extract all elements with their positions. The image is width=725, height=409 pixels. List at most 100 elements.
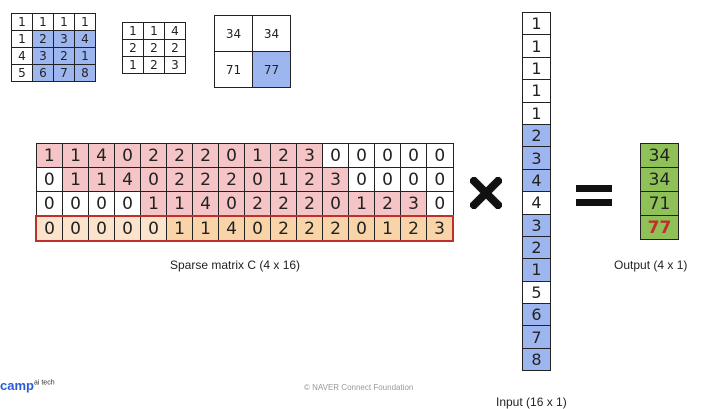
- sparse-matrix-cell: 0: [426, 167, 454, 192]
- input-matrix-cell: 6: [32, 64, 54, 82]
- sparse-matrix-cell: 1: [88, 167, 115, 192]
- sparse-matrix-cell: 0: [348, 167, 375, 192]
- input-matrix-cell: 2: [53, 47, 75, 65]
- sparse-matrix-cell: 2: [244, 191, 271, 217]
- sparse-matrix-cell: 1: [62, 167, 89, 192]
- kernel-cell: 1: [122, 22, 144, 40]
- sparse-matrix-cell: 2: [296, 167, 323, 192]
- sparse-matrix-cell: 2: [218, 167, 245, 192]
- input-matrix-cell: 1: [11, 30, 33, 48]
- input-vector-cell: 5: [522, 280, 551, 305]
- sparse-matrix-cell: 0: [218, 143, 245, 168]
- sparse-matrix-cell: 0: [348, 215, 375, 242]
- input-matrix-cell: 2: [32, 30, 54, 48]
- kernel-cell: 2: [143, 39, 165, 57]
- sparse-matrix-cell: 0: [244, 215, 271, 242]
- sparse-matrix-cell: 0: [374, 143, 401, 168]
- sparse-matrix-cell: 4: [218, 215, 245, 242]
- sparse-matrix-cell: 0: [140, 215, 167, 242]
- input-matrix-cell: 1: [53, 13, 75, 31]
- sparse-matrix-cell: 0: [426, 191, 454, 217]
- sparse-matrix-cell: 2: [374, 191, 401, 217]
- output-matrix-cell: 34: [252, 15, 291, 52]
- input-matrix-cell: 1: [74, 13, 96, 31]
- output-matrix-cell: 34: [214, 15, 253, 52]
- equals-icon: [576, 185, 612, 207]
- sparse-matrix-cell: 0: [35, 215, 63, 242]
- sparse-matrix-cell: 3: [400, 191, 427, 217]
- input-matrix-cell: 3: [32, 47, 54, 65]
- sparse-matrix-cell: 0: [114, 191, 141, 217]
- sparse-matrix-cell: 4: [192, 191, 219, 217]
- sparse-matrix-cell: 0: [244, 167, 271, 192]
- kernel-cell: 1: [122, 56, 144, 74]
- sparse-matrix-cell: 3: [296, 143, 323, 168]
- kernel-cell: 4: [164, 22, 186, 40]
- input-matrix-cell: 1: [11, 13, 33, 31]
- sparse-matrix-cell: 1: [348, 191, 375, 217]
- sparse-matrix-cell: 3: [322, 167, 349, 192]
- sparse-matrix-cell: 0: [426, 143, 454, 168]
- sparse-matrix-cell: 0: [62, 191, 89, 217]
- sparse-matrix-cell: 3: [426, 215, 454, 242]
- input-vector-cell: 3: [522, 146, 551, 170]
- input-matrix-cell: 1: [32, 13, 54, 31]
- input-vector-cell: 1: [522, 258, 551, 282]
- sparse-matrix-cell: 1: [35, 143, 63, 168]
- input-vector-label: Input (16 x 1): [496, 395, 567, 409]
- sparse-matrix-cell: 0: [88, 191, 115, 217]
- sparse-matrix-cell: 2: [296, 215, 323, 242]
- sparse-matrix-cell: 2: [270, 215, 297, 242]
- output-vector-cell: 71: [640, 191, 679, 216]
- sparse-matrix-cell: 2: [400, 215, 427, 242]
- output-matrix-cell: 77: [252, 51, 291, 88]
- sparse-matrix-cell: 1: [62, 143, 89, 168]
- output-vector-cell: 77: [640, 215, 679, 240]
- input-matrix-cell: 7: [53, 64, 75, 82]
- sparse-matrix-cell: 1: [270, 167, 297, 192]
- sparse-matrix-cell: 0: [114, 143, 141, 168]
- input-matrix-cell: 4: [74, 30, 96, 48]
- input-matrix-cell: 8: [74, 64, 96, 82]
- sparse-matrix-cell: 2: [166, 143, 193, 168]
- sparse-matrix-cell: 0: [114, 215, 141, 242]
- input-vector-cell: 2: [522, 235, 551, 260]
- input-vector-cell: 4: [522, 191, 551, 215]
- sparse-matrix-cell: 4: [88, 143, 115, 168]
- input-vector-cell: 1: [522, 56, 551, 81]
- sparse-matrix-cell: 1: [244, 143, 271, 168]
- kernel-cell: 2: [143, 56, 165, 74]
- sparse-matrix-cell: 0: [322, 143, 349, 168]
- output-vector-cell: 34: [640, 167, 679, 192]
- copyright-footer: © NAVER Connect Foundation: [304, 383, 414, 392]
- input-matrix-cell: 3: [53, 30, 75, 48]
- sparse-matrix-cell: 2: [166, 167, 193, 192]
- sparse-matrix-cell: 2: [296, 191, 323, 217]
- input-vector-cell: 1: [522, 101, 551, 125]
- sparse-matrix-cell: 1: [374, 215, 401, 242]
- input-vector-cell: 6: [522, 303, 551, 327]
- sparse-matrix-cell: 2: [270, 143, 297, 168]
- sparse-matrix-cell: 2: [270, 191, 297, 217]
- output-vector-cell: 34: [640, 143, 679, 168]
- input-vector-cell: 2: [522, 123, 551, 148]
- input-vector-cell: 8: [522, 347, 551, 372]
- sparse-matrix-cell: 0: [374, 167, 401, 192]
- multiply-icon: [470, 177, 502, 209]
- input-vector-cell: 3: [522, 213, 551, 237]
- sparse-matrix-cell: 0: [218, 191, 245, 217]
- input-vector-cell: 1: [522, 79, 551, 103]
- sparse-matrix-cell: 0: [35, 191, 63, 217]
- input-vector-cell: 1: [522, 11, 551, 36]
- input-matrix-cell: 5: [11, 64, 33, 82]
- kernel-cell: 1: [143, 22, 165, 40]
- output-matrix-cell: 71: [214, 51, 253, 88]
- input-matrix-cell: 1: [74, 47, 96, 65]
- sparse-matrix-cell: 1: [166, 191, 193, 217]
- input-vector-cell: 4: [522, 168, 551, 193]
